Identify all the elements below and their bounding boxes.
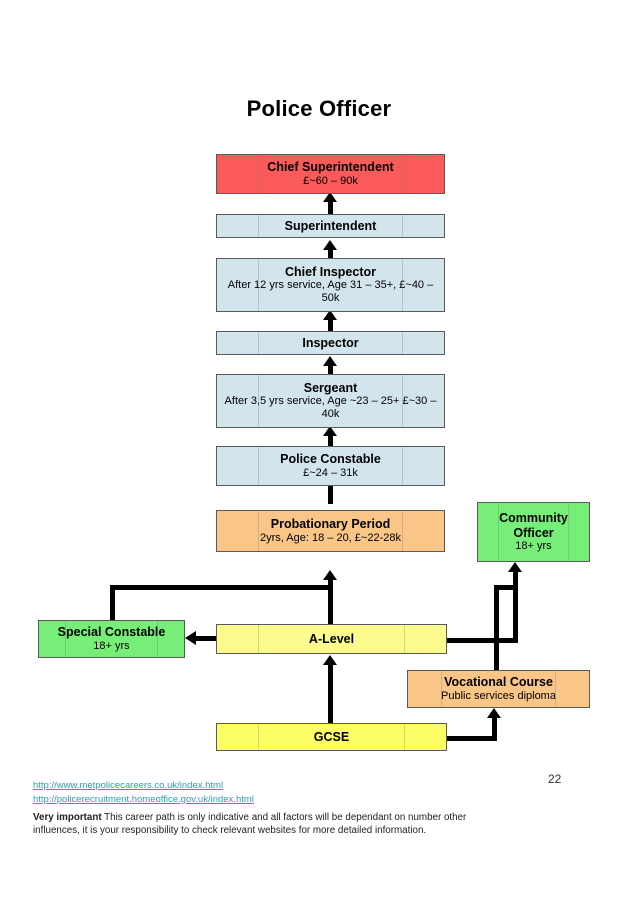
arrow-up-icon — [323, 655, 337, 665]
node-gcse[interactable]: GCSE — [216, 723, 447, 751]
node-inspector[interactable]: Inspector — [216, 331, 445, 355]
footer-disclaimer-emphasis: Very important — [33, 811, 102, 823]
page-number: 22 — [548, 772, 562, 786]
arrow-left-icon — [185, 631, 196, 645]
node-sergeant[interactable]: Sergeant After 3,5 yrs service, Age ~23 … — [216, 374, 445, 428]
arrow-up-icon — [323, 570, 337, 580]
node-special-constable[interactable]: Special Constable 18+ yrs — [38, 620, 185, 658]
footer: http://www.metpolicecareers.co.uk/index.… — [33, 779, 513, 837]
node-subtitle: 18+ yrs — [93, 639, 130, 652]
connector-gcse-right-horizontal — [447, 736, 497, 741]
node-police-constable[interactable]: Police Constable £~24 – 31k — [216, 446, 445, 486]
footer-link-metpolicecareers[interactable]: http://www.metpolicecareers.co.uk/index.… — [33, 780, 224, 791]
node-title: Police Constable — [280, 452, 381, 467]
node-title: Chief Superintendent — [267, 160, 394, 175]
connector-police-constable-to-sergeant — [328, 436, 333, 448]
node-title: Inspector — [302, 335, 359, 350]
page-title: Police Officer — [246, 96, 392, 121]
node-title: Vocational Course — [444, 675, 553, 690]
connector-gcse-to-vocational-vertical — [492, 718, 497, 741]
connector-probationary-to-police-constable — [328, 486, 333, 504]
connector-alevel-to-probationary — [328, 580, 333, 628]
node-a-level[interactable]: A-Level — [216, 624, 447, 654]
arrow-up-icon — [508, 562, 522, 572]
node-chief-superintendent[interactable]: Chief Superintendent £~60 – 90k — [216, 154, 445, 194]
connector-superintendent-to-chief-superintendent — [328, 202, 333, 214]
connector-vocational-vertical — [494, 585, 499, 673]
footer-link-policerecruitment[interactable]: http://policerecruitment.homeoffice.gov.… — [33, 793, 254, 805]
connector-alevel-to-special-constable — [196, 636, 216, 641]
arrow-up-icon — [323, 192, 337, 202]
node-subtitle: After 12 yrs service, Age 31 – 35+, £~40… — [227, 279, 434, 305]
node-subtitle: 2yrs, Age: 18 – 20, £~22-28k — [260, 531, 401, 544]
node-title: Sergeant — [303, 380, 358, 395]
node-title: Special Constable — [57, 625, 166, 640]
node-subtitle: £~60 – 90k — [303, 174, 358, 187]
footer-disclaimer-text: This career path is only indicative and … — [33, 811, 467, 836]
connector-alevel-to-community-vertical — [513, 572, 518, 643]
connector-special-constable-horizontal — [110, 585, 332, 590]
node-title: A-Level — [308, 631, 355, 646]
arrow-up-icon — [323, 426, 337, 436]
node-title: Superintendent — [284, 218, 377, 233]
node-subtitle: £~24 – 31k — [303, 466, 358, 479]
node-superintendent[interactable]: Superintendent — [216, 214, 445, 238]
node-community-officer[interactable]: Community Officer 18+ yrs — [477, 502, 590, 562]
node-title: Community Officer — [499, 510, 568, 540]
node-subtitle: 18+ yrs — [515, 540, 552, 553]
node-title: Probationary Period — [270, 517, 391, 532]
connector-vocational-horizontal — [494, 585, 518, 590]
connector-inspector-to-chief-inspector — [328, 320, 333, 332]
node-chief-inspector[interactable]: Chief Inspector After 12 yrs service, Ag… — [216, 258, 445, 312]
connector-gcse-to-alevel — [328, 665, 333, 723]
connector-chief-inspector-to-superintendent — [328, 250, 333, 262]
arrow-up-icon — [487, 708, 501, 718]
arrow-up-icon — [323, 240, 337, 250]
connector-special-constable-vertical — [110, 585, 115, 625]
arrow-up-icon — [323, 310, 337, 320]
node-title: GCSE — [313, 729, 350, 744]
connector-alevel-right-horizontal — [447, 638, 518, 643]
node-title: Chief Inspector — [285, 264, 376, 279]
node-subtitle: After 3,5 yrs service, Age ~23 – 25+ £~3… — [224, 395, 437, 421]
node-vocational-course[interactable]: Vocational Course Public services diplom… — [407, 670, 590, 708]
node-probationary-period[interactable]: Probationary Period 2yrs, Age: 18 – 20, … — [216, 510, 445, 552]
arrow-up-icon — [323, 356, 337, 366]
footer-disclaimer: Very important This career path is only … — [33, 811, 511, 837]
node-subtitle: Public services diploma — [441, 689, 556, 702]
connector-sergeant-to-inspector — [328, 366, 333, 378]
